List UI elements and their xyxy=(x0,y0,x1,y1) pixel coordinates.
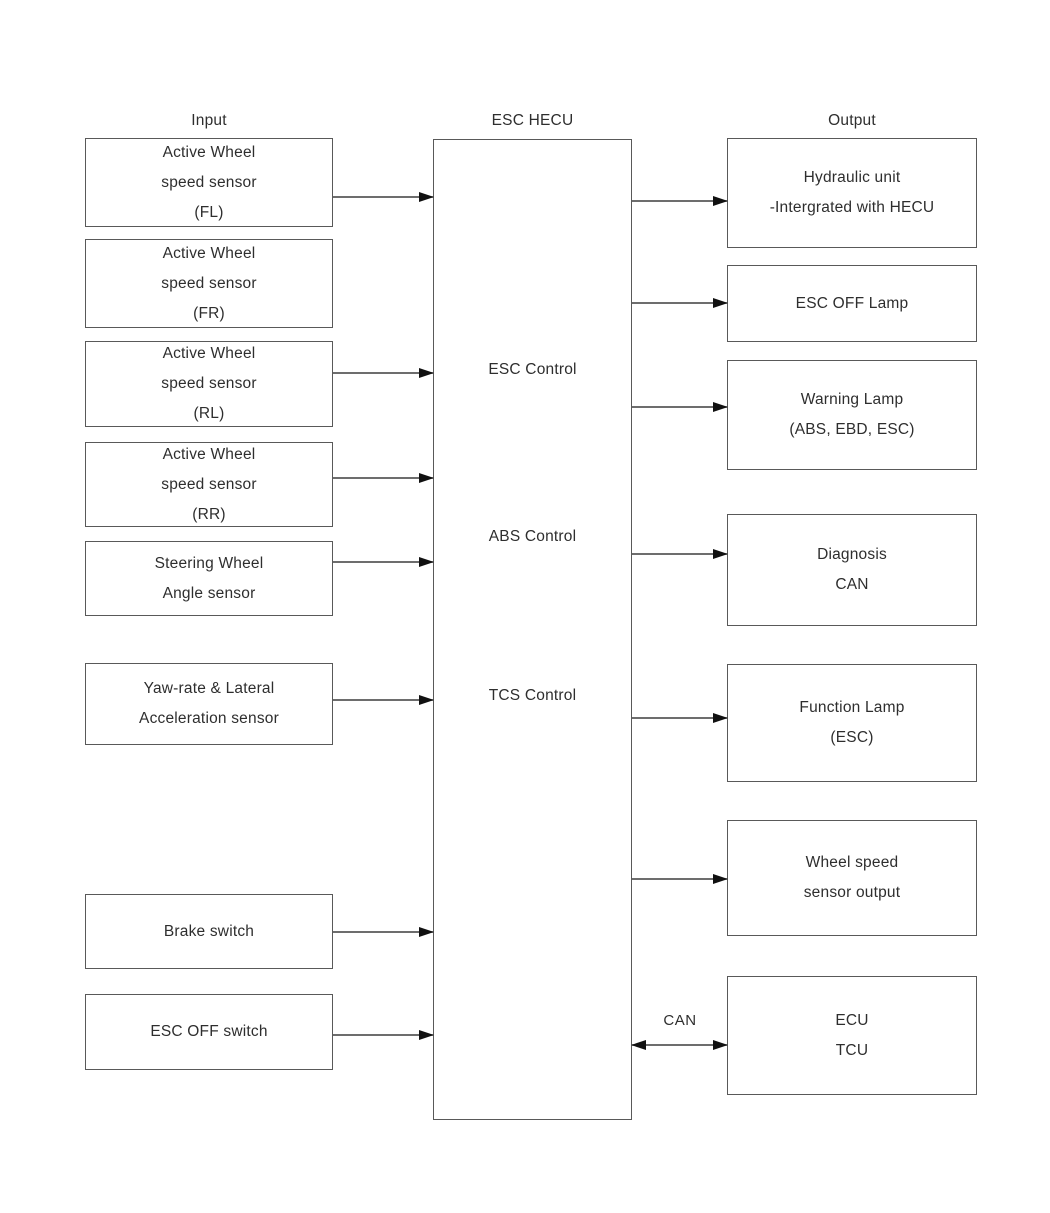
output-box-diagnosis-can: Diagnosis CAN xyxy=(727,514,977,626)
box-text-line: speed sensor xyxy=(161,173,257,191)
box-text-line: Wheel speed xyxy=(805,854,899,871)
output-box-function-lamp: Function Lamp (ESC) xyxy=(727,664,977,782)
box-text-line: (ESC) xyxy=(830,729,874,746)
box-text-line: ESC OFF switch xyxy=(150,1023,268,1040)
box-text-line: Acceleration sensor xyxy=(139,710,279,727)
box-text-line: ESC OFF Lamp xyxy=(795,294,909,312)
input-box-yaw-rate-lateral-sensor: Yaw-rate & Lateral Acceleration sensor xyxy=(85,663,333,745)
esc-hecu-block xyxy=(433,139,632,1120)
input-box-wheel-speed-sensor-fr: Active Wheel speed sensor (FR) xyxy=(85,239,333,328)
input-box-esc-off-switch: ESC OFF switch xyxy=(85,994,333,1070)
output-box-warning-lamp: Warning Lamp (ABS, EBD, ESC) xyxy=(727,360,977,470)
input-box-steering-angle-sensor: Steering Wheel Angle sensor xyxy=(85,541,333,616)
box-text-line: (ABS, EBD, ESC) xyxy=(789,421,915,438)
box-text-line: Brake switch xyxy=(163,922,255,940)
box-text-line: TCU xyxy=(835,1041,869,1059)
box-text-line: Warning Lamp xyxy=(800,391,904,408)
box-text-line: Function Lamp xyxy=(799,699,905,716)
output-box-wheel-speed-sensor-output: Wheel speed sensor output xyxy=(727,820,977,936)
output-box-esc-off-lamp: ESC OFF Lamp xyxy=(727,265,977,342)
esc-hecu-header: ESC HECU xyxy=(491,112,574,129)
input-column-header: Input xyxy=(191,112,227,129)
box-text-line: -Intergrated with HECU xyxy=(769,199,935,216)
output-box-hydraulic-unit: Hydraulic unit -Intergrated with HECU xyxy=(727,138,977,248)
box-text-line: CAN xyxy=(835,576,869,593)
box-text-line: Yaw-rate & Lateral xyxy=(143,680,275,697)
box-text-line: sensor output xyxy=(803,884,901,901)
box-text-line: Active Wheel xyxy=(162,345,256,362)
hecu-function-tcs-control: TCS Control xyxy=(488,687,577,704)
box-text-line: Steering Wheel xyxy=(154,554,264,572)
box-text-line: Hydraulic unit xyxy=(803,169,901,186)
input-box-wheel-speed-sensor-fl: Active Wheel speed sensor (FL) xyxy=(85,138,333,227)
input-box-wheel-speed-sensor-rl: Active Wheel speed sensor (RL) xyxy=(85,341,333,427)
box-text-line: (RL) xyxy=(193,405,225,422)
box-text-line: ECU xyxy=(835,1011,869,1029)
box-text-line: speed sensor xyxy=(161,375,257,392)
output-box-ecu-tcu: ECU TCU xyxy=(727,976,977,1095)
input-box-brake-switch: Brake switch xyxy=(85,894,333,969)
hecu-function-abs-control: ABS Control xyxy=(488,528,577,545)
box-text-line: Active Wheel xyxy=(162,445,256,463)
hecu-function-esc-control: ESC Control xyxy=(488,361,577,378)
box-text-line: (FL) xyxy=(194,203,224,221)
output-column-header: Output xyxy=(828,112,876,129)
box-text-line: Diagnosis xyxy=(817,546,887,563)
box-text-line: (RR) xyxy=(192,505,226,523)
input-box-wheel-speed-sensor-rr: Active Wheel speed sensor (RR) xyxy=(85,442,333,527)
box-text-line: speed sensor xyxy=(161,274,257,292)
can-bus-label: CAN xyxy=(663,1012,697,1029)
box-text-line: Active Wheel xyxy=(162,143,256,161)
box-text-line: Active Wheel xyxy=(162,244,256,262)
box-text-line: speed sensor xyxy=(161,475,257,493)
box-text-line: (FR) xyxy=(193,304,225,322)
box-text-line: Angle sensor xyxy=(162,584,256,602)
